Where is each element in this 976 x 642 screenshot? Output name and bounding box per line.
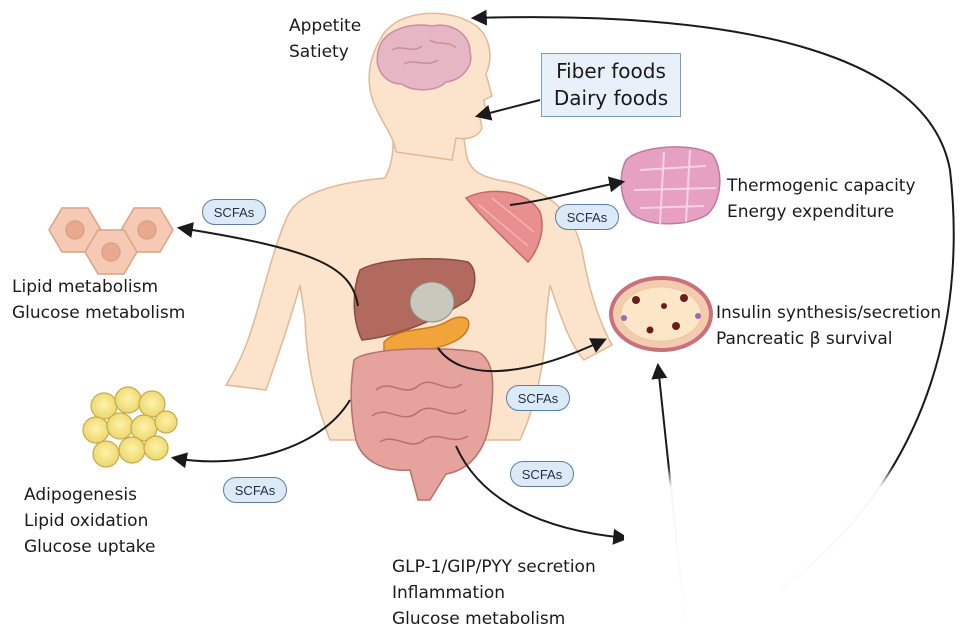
arrow-gut-to-adipose <box>170 399 351 469</box>
pancreas-effect-insulin: Insulin synthesis/secretion <box>716 303 942 323</box>
gut-effect-inflammation: Inflammation <box>392 583 506 603</box>
fade-overlay <box>624 466 976 642</box>
food-dairy: Dairy foods <box>553 86 669 110</box>
dietary-foods-box: Fiber foods Dairy foods <box>541 53 681 117</box>
muscle-tissue-section <box>620 146 721 225</box>
arrow-muscle-to-tissue <box>509 176 626 206</box>
scfa-pill-muscle: SCFAs <box>555 204 619 230</box>
gut-effect-hormones: GLP-1/GIP/PYY secretion <box>392 557 596 577</box>
pancreas-effect-beta-survival: Pancreatic β survival <box>716 329 893 349</box>
adipose-cells <box>82 386 178 468</box>
liver-organ <box>353 257 476 341</box>
liver-effects-label: Lipid metabolism Glucose metabolism <box>12 274 185 326</box>
arrow-intestine-to-gut-hormones <box>455 445 630 545</box>
liver-effect-glucose: Glucose metabolism <box>12 303 186 323</box>
muscle-effects-label: Thermogenic capacity Energy expenditure <box>727 173 916 225</box>
scfa-pill-pancreas: SCFAs <box>506 385 570 411</box>
arrow-foods-to-mouth <box>474 99 541 121</box>
gut-effect-glucose: Glucose metabolism <box>392 609 566 629</box>
muscle-effect-energy: Energy expenditure <box>727 202 895 222</box>
scfa-pill-gut: SCFAs <box>510 461 574 487</box>
brain-effect-appetite: Appetite <box>289 16 362 36</box>
muscle-effect-thermogenic: Thermogenic capacity <box>727 176 916 196</box>
liver-cells <box>48 207 174 275</box>
pancreas-effects-label: Insulin synthesis/secretion Pancreatic β… <box>716 300 941 352</box>
brain-effects-label: Appetite Satiety <box>289 13 361 65</box>
gut-effects-label: GLP-1/GIP/PYY secretion Inflammation Glu… <box>392 554 596 632</box>
adipose-effect-glucose-uptake: Glucose uptake <box>24 537 156 557</box>
intestine-organ <box>350 347 494 501</box>
scfa-pill-adipose: SCFAs <box>223 477 287 503</box>
brain-effect-satiety: Satiety <box>289 42 349 62</box>
food-fiber: Fiber foods <box>556 59 666 83</box>
adipose-effects-label: Adipogenesis Lipid oxidation Glucose upt… <box>24 482 155 560</box>
shoulder-muscle <box>464 190 543 264</box>
scfa-pill-liver: SCFAs <box>202 199 266 225</box>
adipose-effect-lipid-oxidation: Lipid oxidation <box>24 511 149 531</box>
arrow-gut-to-brain <box>470 9 955 591</box>
liver-effect-lipid: Lipid metabolism <box>12 277 159 297</box>
brain-organ <box>376 24 472 91</box>
adipose-effect-adipogenesis: Adipogenesis <box>24 485 137 505</box>
pancreatic-islet-section <box>609 276 713 352</box>
arrow-pancreas-to-islet <box>437 338 607 372</box>
arrow-liver-to-cells <box>176 222 359 307</box>
